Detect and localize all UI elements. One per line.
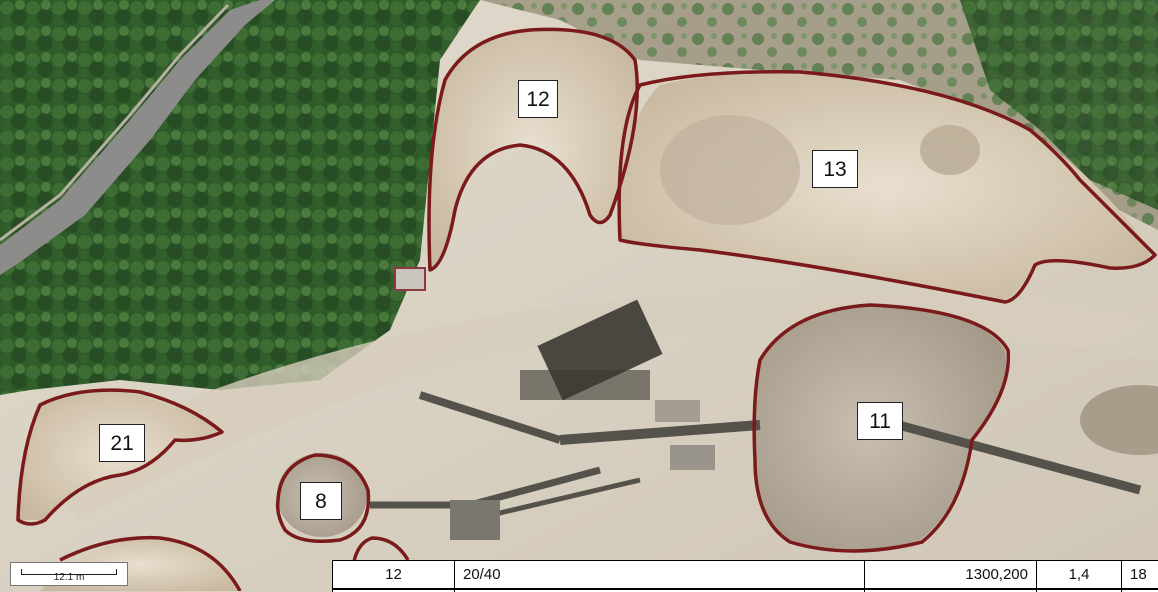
table-bottom-border [333, 588, 1158, 590]
zone-boundaries [16, 27, 1157, 591]
road [0, 0, 275, 275]
data-table: 12 20/40 1300,200 1,4 18 [332, 560, 1158, 592]
pile-12-fill [429, 29, 638, 270]
zone-13-boundary [617, 70, 1157, 304]
zone-label-12: 12 [518, 80, 558, 118]
zone-11-boundary [752, 303, 1011, 553]
control-building [450, 500, 500, 540]
zone-label-21: 21 [99, 424, 145, 462]
scale-bar: 12.1 m [10, 562, 128, 586]
site-hut [394, 267, 426, 291]
table-cell-volume: 1300,200 [865, 561, 1037, 592]
forest [0, 0, 480, 395]
table-cell-density: 1,4 [1037, 561, 1122, 592]
table-cell-tonnage: 18 [1130, 566, 1147, 583]
road-edge [0, 3, 230, 242]
zone-21-boundary [16, 388, 224, 526]
zone-label-13: 13 [812, 150, 858, 188]
zone-label-8: 8 [300, 482, 342, 520]
pile-right-edge-fill [1080, 385, 1158, 455]
table-cell-grade: 20/40 [455, 561, 865, 592]
pile-13-hollow [660, 115, 800, 225]
scale-bar-label: 12.1 m [53, 572, 85, 583]
zone-8-boundary [275, 453, 371, 543]
zone-12-boundary [427, 27, 639, 272]
pile-13-hollow-small [920, 125, 980, 175]
zone-bottom-left-boundary [59, 535, 242, 591]
table-cell-zone: 12 [333, 561, 455, 592]
scale-bar-line [21, 569, 117, 575]
cabin [655, 400, 700, 422]
machinery-shadow [520, 370, 650, 400]
small-shed [670, 445, 715, 470]
hillside-forest-right [960, 0, 1158, 210]
zone-label-11: 11 [857, 402, 903, 440]
